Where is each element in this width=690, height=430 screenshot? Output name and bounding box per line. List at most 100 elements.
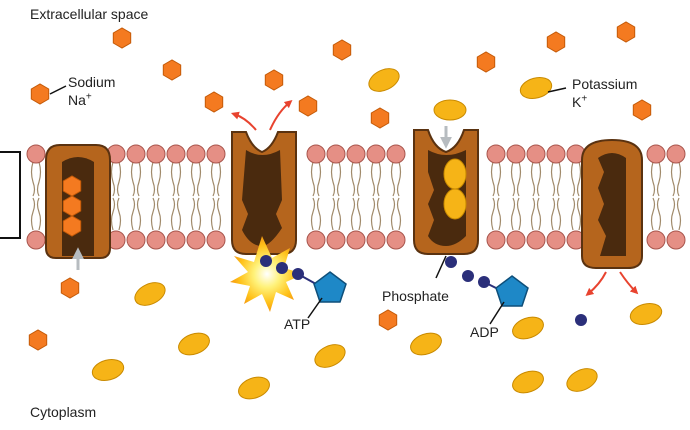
lipid-tail — [356, 197, 362, 231]
sodium-ion — [112, 27, 132, 49]
lipid-head — [166, 230, 186, 250]
lipid-tail — [510, 161, 516, 197]
potassium-formula: K+ — [572, 94, 587, 110]
lipid-tail — [316, 197, 322, 231]
lipid-tail — [536, 197, 542, 231]
potassium-ion — [519, 76, 553, 100]
lipid-tail — [170, 161, 176, 197]
lipid-head — [346, 230, 366, 250]
lipid-tail — [576, 197, 582, 231]
potassium-ion — [238, 376, 270, 400]
sodium-ion — [632, 99, 652, 121]
sodium-formula: Na+ — [68, 92, 92, 108]
phosphate-label: Phosphate — [382, 288, 449, 304]
extracellular-label: Extracellular space — [30, 6, 149, 22]
pump-potassium-bound — [413, 129, 479, 255]
lipid-tail — [190, 161, 196, 197]
sodium-leader — [49, 85, 67, 95]
lipid-tail — [130, 197, 136, 231]
lipid-tail — [670, 161, 676, 197]
lipid-head — [146, 144, 166, 164]
lipid-tail — [190, 197, 196, 231]
sodium-label: Sodium — [68, 74, 116, 90]
bound-sodium-ions — [62, 175, 82, 237]
lipid-head — [646, 144, 666, 164]
lipid-tail — [176, 161, 182, 197]
membrane-bracket — [0, 151, 21, 239]
lipid-tail — [676, 197, 682, 231]
lipid-tail — [130, 161, 136, 197]
lipid-tail — [196, 161, 202, 197]
lipid-tail — [376, 197, 382, 231]
lipid-head — [386, 230, 406, 250]
lipid-tail — [370, 161, 376, 197]
potassium-ion — [512, 370, 544, 394]
lipid-tail — [156, 161, 162, 197]
lipid-tail — [156, 197, 162, 231]
lipid-bilayer — [26, 144, 686, 250]
lipid-tail — [350, 161, 356, 197]
adp-molecule — [462, 270, 529, 325]
lipid-head — [526, 230, 546, 250]
lipid-tail — [530, 161, 536, 197]
bound-sodium-ion — [62, 215, 82, 237]
potassium-ion — [91, 358, 125, 382]
lipid-head — [546, 230, 566, 250]
lipid-tail — [216, 161, 222, 197]
potassium-leader — [547, 87, 567, 93]
lipid-tail — [336, 161, 342, 197]
lipid-tail — [570, 197, 576, 231]
lipid-tail — [210, 197, 216, 231]
sodium-ion — [332, 39, 352, 61]
lipid-head — [506, 144, 526, 164]
potassium-ion — [178, 332, 210, 356]
potassium-ion — [629, 302, 663, 326]
sodium-ion — [204, 91, 224, 113]
lipid-tail — [310, 197, 316, 231]
lipid-head — [326, 144, 346, 164]
atp-label: ATP — [284, 316, 311, 332]
lipid-tail — [670, 197, 676, 231]
sodium-ion — [476, 51, 496, 73]
pump-potassium-release — [581, 138, 643, 269]
lipid-tail — [490, 197, 496, 231]
lipid-head — [546, 144, 566, 164]
lipid-tail — [356, 161, 362, 197]
potassium-ion — [433, 99, 467, 121]
lipid-tail — [116, 197, 122, 231]
lipid-tail — [370, 197, 376, 231]
sodium-ion — [616, 21, 636, 43]
lipid-tail — [396, 161, 402, 197]
lipid-tail — [36, 161, 42, 197]
atp-hydrolysis-flash — [230, 236, 304, 312]
lipid-tail — [176, 197, 182, 231]
lipid-head — [646, 230, 666, 250]
lipid-tail — [110, 197, 116, 231]
potassium-symbol: K — [572, 94, 582, 110]
lipid-tail — [490, 161, 496, 197]
potassium-ion — [368, 68, 400, 92]
sodium-ion — [60, 277, 80, 299]
lipid-head — [366, 230, 386, 250]
lipid-tail — [530, 197, 536, 231]
sodium-ion — [298, 95, 318, 117]
potassium-ion — [134, 282, 166, 306]
lipid-tail — [376, 161, 382, 197]
lipid-head — [306, 230, 326, 250]
lipid-tail — [210, 161, 216, 197]
lipid-tail — [330, 197, 336, 231]
lipid-tail — [516, 161, 522, 197]
lipid-tail — [116, 161, 122, 197]
sodium-symbol: Na — [68, 92, 86, 108]
arrows — [72, 99, 639, 297]
lipid-head — [486, 144, 506, 164]
lipid-head — [326, 230, 346, 250]
potassium-ion — [566, 368, 598, 392]
lipid-tail — [656, 161, 662, 197]
lipid-tail — [550, 161, 556, 197]
lipid-head — [666, 144, 686, 164]
sodium-ion — [370, 107, 390, 129]
lipid-head — [26, 144, 46, 164]
lipid-tail — [676, 161, 682, 197]
